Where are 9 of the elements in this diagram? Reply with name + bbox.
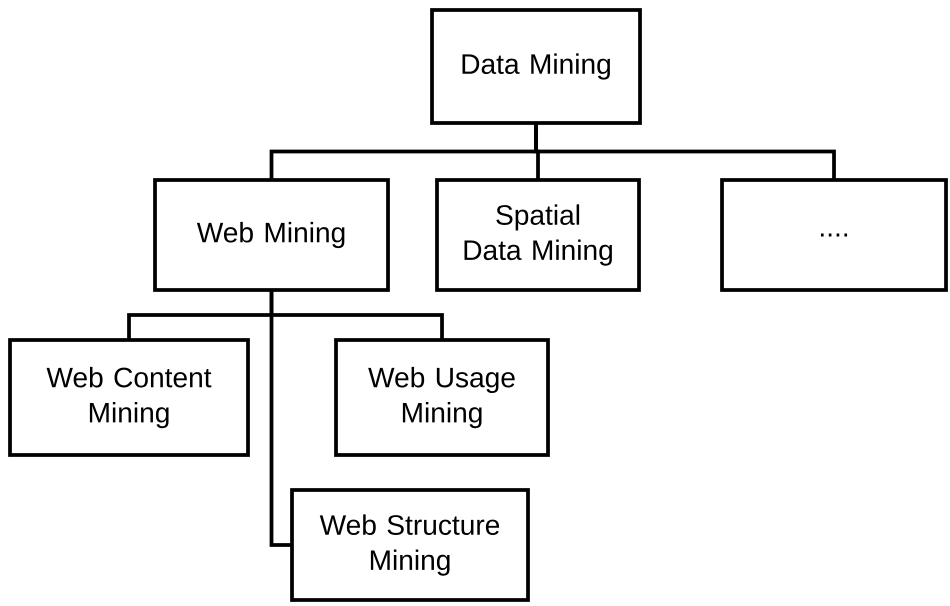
category-box: Data Mining: [430, 8, 642, 125]
tree-connector: [270, 290, 292, 547]
tree-connector: [534, 123, 836, 180]
category-box: Spatial Data Mining: [435, 178, 641, 292]
category-box: Web Mining: [153, 178, 390, 292]
category-box: ....: [720, 178, 948, 292]
category-box: Web Usage Mining: [334, 338, 550, 457]
category-box: Web Content Mining: [8, 338, 250, 457]
category-box: Web Structure Mining: [290, 488, 530, 602]
